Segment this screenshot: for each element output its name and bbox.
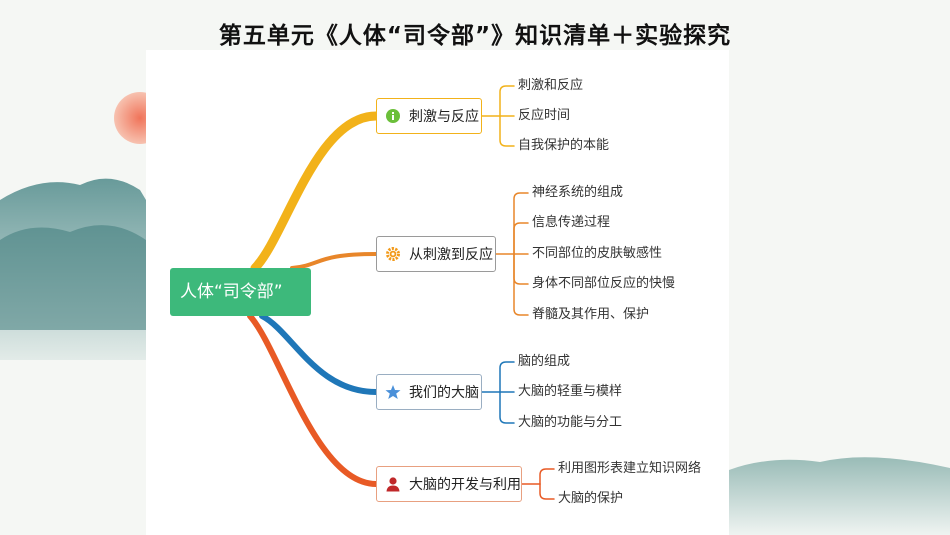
- branch-node-our-brain[interactable]: 我们的大脑: [376, 374, 482, 410]
- leaf-item: 大脑的轻重与模样: [518, 384, 623, 399]
- root-branch-connector: [290, 252, 378, 270]
- info-icon: [385, 108, 401, 124]
- star-icon: [385, 384, 401, 400]
- leaf-item: 神经系统的组成: [532, 185, 624, 200]
- leaf-connector: [513, 253, 529, 285]
- leaf-item: 不同部位的皮肤敏感性: [532, 246, 663, 261]
- leaf-item: 大脑的保护: [558, 491, 624, 506]
- branch-label: 刺激与反应: [409, 109, 479, 125]
- branch-label: 大脑的开发与利用: [409, 477, 521, 493]
- gear-icon: [385, 246, 401, 262]
- root-branch-connector: [259, 313, 379, 395]
- leaf-connector: [499, 361, 515, 393]
- leaf-item: 自我保护的本能: [518, 138, 610, 153]
- person-icon: [385, 476, 401, 492]
- root-branch-connector: [250, 111, 381, 273]
- leaf-connector: [513, 253, 529, 316]
- branch-node-brain-development[interactable]: 大脑的开发与利用: [376, 466, 522, 502]
- leaf-item: 刺激和反应: [518, 78, 584, 93]
- leaf-item: 身体不同部位反应的快慢: [532, 276, 676, 291]
- leaf-item: 脊髓及其作用、保护: [532, 307, 650, 322]
- leaf-item: 脑的组成: [518, 354, 571, 369]
- leaf-item: 信息传递过程: [532, 215, 611, 230]
- branch-label: 从刺激到反应: [409, 247, 493, 263]
- leaf-connector: [499, 85, 515, 117]
- mountain-right: [729, 457, 950, 535]
- root-node-label: 人体“司令部”: [180, 282, 283, 302]
- leaf-connector: [499, 115, 515, 147]
- leaf-item: 大脑的功能与分工: [518, 415, 623, 430]
- leaf-item: 利用图形表建立知识网络: [558, 461, 702, 476]
- branch-node-stimulus-to-response[interactable]: 从刺激到反应: [376, 236, 496, 272]
- leaf-item: 反应时间: [518, 108, 571, 123]
- leaf-connector: [513, 192, 529, 255]
- branch-label: 我们的大脑: [409, 385, 479, 401]
- leaf-connector: [513, 222, 529, 255]
- page-title: 第五单元《人体“司令部”》知识清单＋实验探究: [218, 23, 732, 49]
- leaf-connector: [499, 391, 515, 424]
- root-branch-connector: [247, 313, 379, 487]
- mindmap-root-node[interactable]: 人体“司令部”: [170, 268, 311, 316]
- leaf-connector: [539, 483, 555, 500]
- branch-node-stimulus-response[interactable]: 刺激与反应: [376, 98, 482, 134]
- leaf-connector: [539, 468, 555, 485]
